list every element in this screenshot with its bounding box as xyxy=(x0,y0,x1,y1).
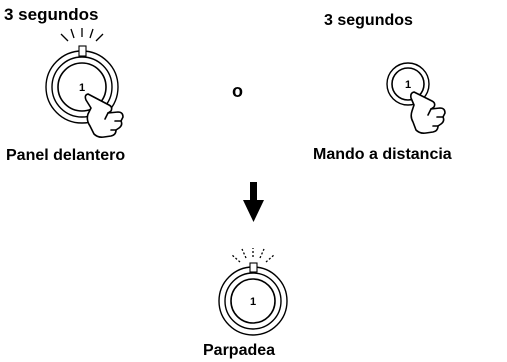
result-button-number: 1 xyxy=(250,296,256,308)
blinking-label: Parpadea xyxy=(203,342,276,359)
pressing-hand-icon xyxy=(410,91,446,134)
front-duration-label: 3 segundos xyxy=(4,5,99,24)
blink-rays-icon xyxy=(231,248,275,263)
front-panel-button: 1 xyxy=(45,28,124,138)
remote-button-number: 1 xyxy=(405,79,411,91)
front-button-number: 1 xyxy=(79,82,85,94)
pressing-hand-icon xyxy=(84,93,124,138)
front-panel-label: Panel delantero xyxy=(6,147,126,164)
remote-control-button: 1 xyxy=(386,62,446,134)
blinking-button: 1 xyxy=(218,248,288,336)
remote-duration-label: 3 segundos xyxy=(324,12,413,29)
press-rays-icon xyxy=(60,28,104,42)
remote-control-label: Mando a distancia xyxy=(313,146,452,163)
or-label: o xyxy=(232,81,243,101)
arrow-down-icon xyxy=(243,182,264,222)
